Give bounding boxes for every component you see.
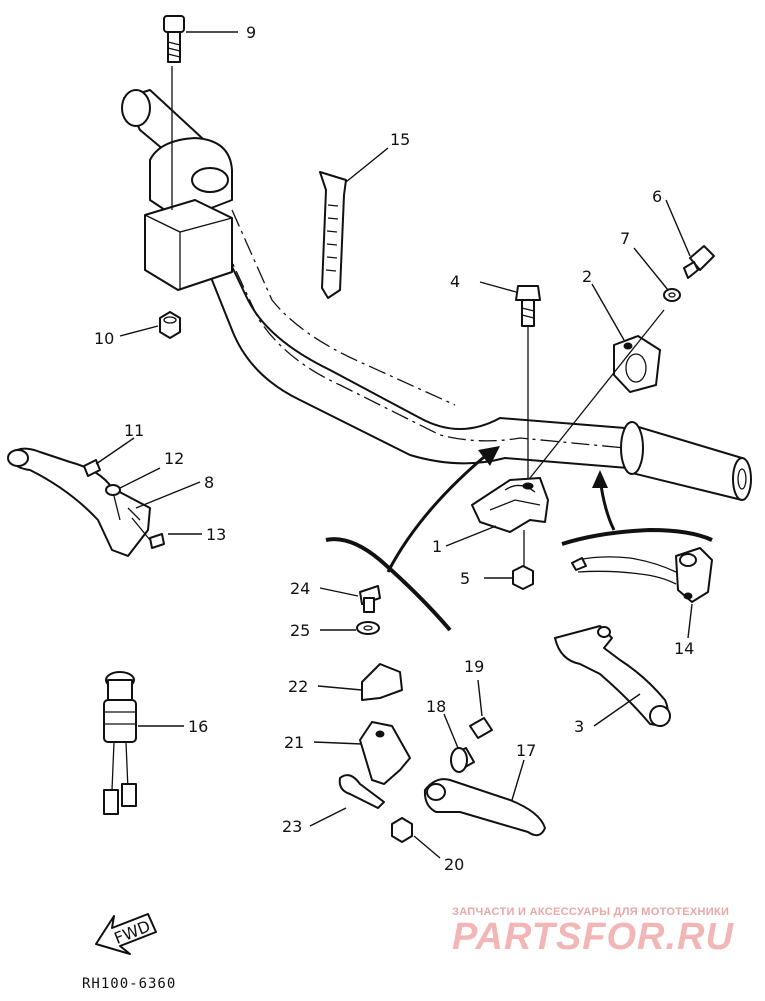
bolt-4	[515, 285, 541, 480]
bolt-9	[163, 15, 185, 63]
left-lever-holder-8	[7, 447, 165, 557]
nut-5	[512, 530, 534, 590]
brake-lever-17	[391, 717, 546, 843]
part-label-3: 3	[574, 717, 584, 736]
watermark-brand: PARTSFOR.RU	[452, 916, 734, 958]
switch-assembly-14	[571, 547, 713, 603]
part-label-25: 25	[290, 621, 310, 640]
part-label-15: 15	[390, 130, 410, 149]
part-label-5: 5	[460, 569, 470, 588]
part-label-1: 1	[432, 537, 442, 556]
part-label-14: 14	[674, 639, 694, 658]
part-label-23: 23	[282, 817, 302, 836]
lower-holder-1	[471, 477, 549, 533]
part-label-13: 13	[206, 525, 226, 544]
part-label-4: 4	[450, 272, 460, 291]
part-label-9: 9	[246, 23, 256, 42]
nut-10	[159, 311, 181, 339]
watermark-tagline: ЗАПЧАСТИ И АКСЕССУАРЫ ДЛЯ МОТОТЕХНИКИ	[452, 906, 730, 918]
right-grip	[620, 421, 752, 501]
part-label-17: 17	[516, 741, 536, 760]
fwd-arrow: FWD	[95, 913, 157, 955]
part-label-8: 8	[204, 473, 214, 492]
fwd-label: FWD	[111, 916, 153, 948]
clutch-lever-3	[554, 625, 671, 727]
part-label-16: 16	[188, 717, 208, 736]
part-label-24: 24	[290, 579, 310, 598]
leader-lines	[95, 31, 693, 859]
part-label-11: 11	[124, 421, 144, 440]
part-label-2: 2	[582, 267, 592, 286]
screw-6	[683, 245, 715, 279]
part-label-18: 18	[426, 697, 446, 716]
diagram-code: RH100-6360	[82, 976, 176, 992]
part-label-7: 7	[620, 229, 630, 248]
part-number-labels: 9 10 15 4 6 7 2 1 5 8 11 12 13 16 14 3 1…	[94, 23, 694, 874]
part-label-12: 12	[164, 449, 184, 468]
part-label-10: 10	[94, 329, 114, 348]
part-label-19: 19	[464, 657, 484, 676]
part-label-6: 6	[652, 187, 662, 206]
left-grip-assembly	[121, 66, 233, 291]
detail-arrow-switch	[561, 470, 713, 546]
detail-arrow-brake	[325, 446, 500, 632]
part-label-20: 20	[444, 855, 464, 874]
switch-16	[103, 671, 137, 815]
upper-clamp-2	[529, 309, 665, 479]
cable-tie-15	[319, 171, 347, 299]
washer-7	[663, 288, 681, 302]
part-label-21: 21	[284, 733, 304, 752]
part-label-22: 22	[288, 677, 308, 696]
handlebar	[191, 199, 629, 469]
brake-switch-bracket	[338, 585, 411, 809]
